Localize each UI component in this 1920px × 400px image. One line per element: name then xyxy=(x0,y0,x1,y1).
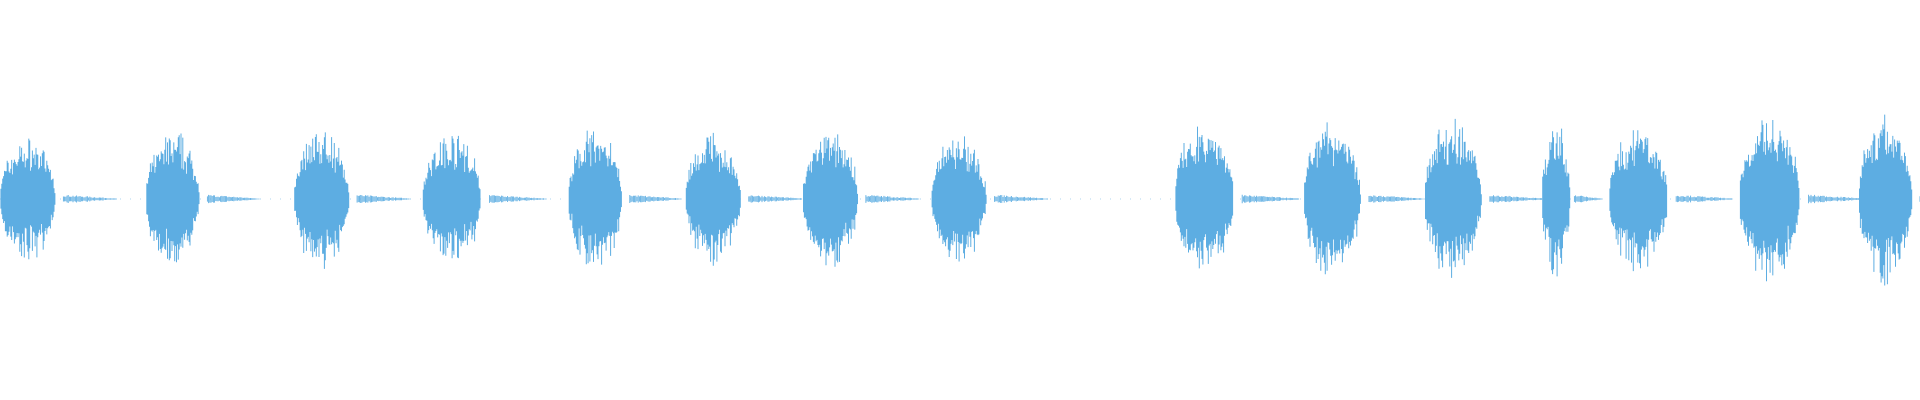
waveform-burst xyxy=(146,133,260,263)
waveform-burst-body xyxy=(294,132,350,269)
waveform-burst-tail xyxy=(1241,194,1300,204)
waveform-burst xyxy=(1609,130,1734,272)
waveform-burst-tail xyxy=(865,195,920,203)
waveform-burst xyxy=(685,132,803,266)
waveform-burst xyxy=(1175,126,1300,269)
waveform-burst-body xyxy=(1175,126,1234,269)
waveform-burst xyxy=(294,132,411,269)
waveform-burst-tail xyxy=(1675,195,1734,203)
waveform-burst-tail xyxy=(1368,195,1425,203)
waveform-burst-body xyxy=(1304,122,1361,275)
waveform-burst-body xyxy=(803,134,858,267)
waveform-burst-body xyxy=(685,132,741,266)
waveform-burst-tail xyxy=(356,195,411,203)
waveform-burst-body xyxy=(0,138,56,260)
waveform-burst xyxy=(1304,122,1425,275)
waveform-burst-body xyxy=(931,136,987,262)
waveform-burst xyxy=(422,135,547,259)
waveform-burst-body xyxy=(422,135,481,259)
waveform-burst-tail xyxy=(206,194,260,204)
waveform-burst xyxy=(1859,114,1920,286)
waveform-burst xyxy=(803,134,920,267)
waveform-burst-tail xyxy=(1573,195,1603,203)
waveform-burst-body xyxy=(146,133,200,263)
waveform-burst-tail xyxy=(629,195,682,203)
waveform-burst-tail xyxy=(1808,194,1867,204)
waveform-burst-tail xyxy=(994,195,1048,203)
waveform-burst-body xyxy=(1542,128,1571,277)
waveform-burst xyxy=(1542,128,1603,277)
waveform-burst-body xyxy=(1859,114,1913,286)
waveform-burst-body xyxy=(1739,120,1800,282)
waveform-burst-tail xyxy=(1489,195,1546,203)
waveform-burst-body xyxy=(1609,130,1668,272)
waveform-burst-tail xyxy=(748,195,803,203)
waveform-burst-tail xyxy=(489,195,547,203)
waveform-burst-body xyxy=(1425,118,1482,278)
waveform-burst xyxy=(931,136,1048,262)
waveform-burst-tail xyxy=(62,195,117,203)
waveform-burst xyxy=(0,138,117,260)
waveform-burst xyxy=(1425,118,1546,278)
waveform-burst xyxy=(1739,120,1867,282)
waveform-burst xyxy=(568,130,682,265)
waveform-burst-body xyxy=(568,130,622,265)
